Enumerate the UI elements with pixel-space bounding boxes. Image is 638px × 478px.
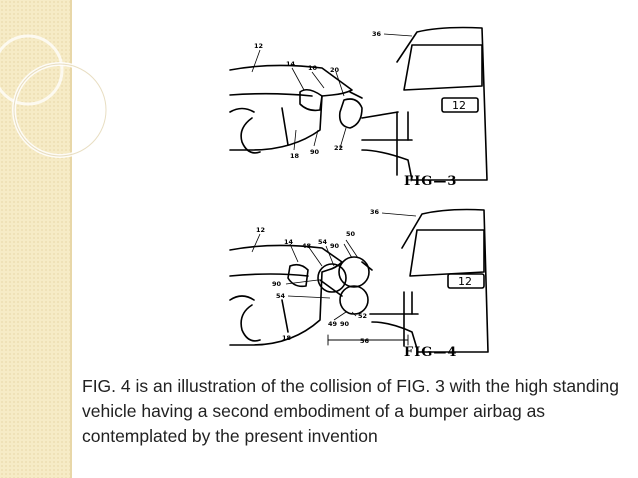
fig3-numeral-12: 12 bbox=[254, 42, 263, 50]
fig3-label: FIG—3 bbox=[404, 174, 458, 189]
caption-text-suffix: with the high standing vehicle having a … bbox=[82, 376, 619, 446]
fig3-numeral-10: 10 bbox=[308, 64, 318, 72]
fig3-numeral-14: 14 bbox=[286, 60, 296, 68]
caption-text-middle: is an illustration of the collision of bbox=[130, 376, 397, 396]
fig4-numeral-54-top: 54 bbox=[318, 238, 328, 246]
fig3-numeral-36: 36 bbox=[372, 30, 382, 38]
side-panel-edge bbox=[70, 0, 72, 478]
slide-content: 12 14 10 20 36 18 90 22 12 12 14 48 54 9… bbox=[72, 0, 638, 478]
fig4-numeral-56: 56 bbox=[360, 337, 370, 345]
patent-drawing: 12 14 10 20 36 18 90 22 12 12 14 48 54 9… bbox=[229, 26, 489, 353]
fig3-high-vehicle bbox=[361, 26, 488, 181]
fig4-numeral-54-left: 54 bbox=[276, 292, 286, 300]
fig4-numeral-52: 52 bbox=[358, 312, 367, 320]
decorative-side-panel bbox=[0, 0, 70, 478]
fig4-numeral-90-top: 90 bbox=[330, 242, 340, 250]
fig4-numeral-90-bottom: 90 bbox=[340, 320, 350, 328]
fig4-numeral-49: 49 bbox=[328, 320, 338, 328]
fig3-plate-number: 12 bbox=[452, 99, 466, 112]
fig3-numeral-22: 22 bbox=[334, 144, 343, 152]
fig4-numeral-14: 14 bbox=[284, 238, 294, 246]
fig4-label: FIG—4 bbox=[404, 345, 458, 360]
fig4-numeral-12: 12 bbox=[256, 226, 265, 234]
caption-fig4-ref: FIG. 4 bbox=[82, 376, 131, 396]
fig3-numeral-90: 90 bbox=[310, 148, 320, 156]
fig4-numeral-48: 48 bbox=[302, 242, 312, 250]
fig4-plate-number: 12 bbox=[458, 275, 472, 288]
caption-fig3-ref: FIG. 3 bbox=[396, 376, 445, 396]
fig4-numeral-50: 50 bbox=[346, 230, 356, 238]
fig4-numeral-18: 18 bbox=[282, 334, 292, 342]
fig4-numeral-36: 36 bbox=[370, 208, 380, 216]
fig3-numeral-20: 20 bbox=[330, 66, 340, 74]
slide-caption: FIG. 4 is an illustration of the collisi… bbox=[82, 374, 627, 449]
decorative-circles bbox=[0, 34, 108, 158]
fig4-numeral-90-left: 90 bbox=[272, 280, 282, 288]
fig3-low-vehicle bbox=[229, 64, 353, 154]
fig4-high-vehicle bbox=[369, 208, 489, 353]
fig3-numeral-18: 18 bbox=[290, 152, 300, 160]
fig4-low-vehicle bbox=[229, 244, 343, 346]
